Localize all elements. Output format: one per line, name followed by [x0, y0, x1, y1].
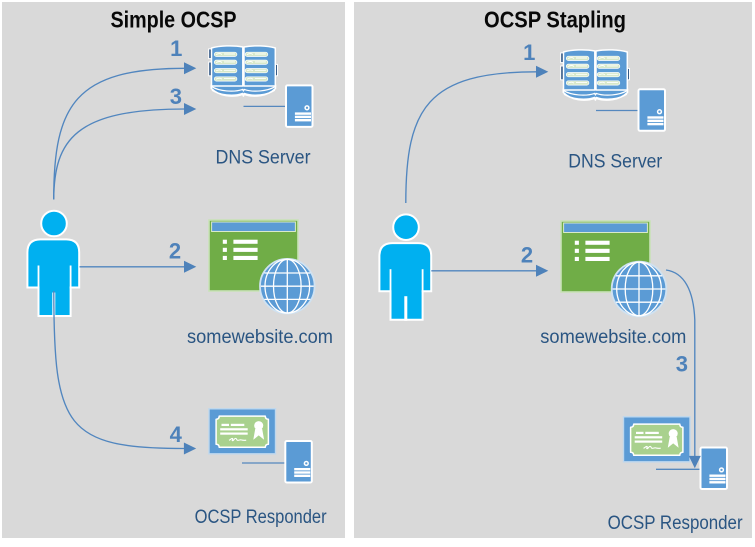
svg-text:OCSP Responder: OCSP Responder [195, 507, 328, 528]
svg-text:DNS Server: DNS Server [216, 147, 312, 168]
svg-text:2: 2 [521, 243, 533, 268]
svg-text:1: 1 [523, 40, 535, 65]
svg-text:DNS Server: DNS Server [568, 152, 663, 173]
svg-text:4: 4 [170, 422, 183, 447]
svg-text:Simple OCSP: Simple OCSP [111, 7, 237, 33]
svg-text:OCSP Responder: OCSP Responder [608, 513, 744, 534]
svg-text:2: 2 [169, 239, 181, 264]
svg-text:somewebsite.com: somewebsite.com [540, 327, 686, 348]
svg-text:3: 3 [170, 84, 182, 109]
svg-text:OCSP Stapling: OCSP Stapling [484, 7, 626, 33]
svg-text:somewebsite.com: somewebsite.com [187, 327, 333, 348]
svg-text:3: 3 [676, 351, 688, 376]
svg-text:1: 1 [170, 36, 182, 61]
